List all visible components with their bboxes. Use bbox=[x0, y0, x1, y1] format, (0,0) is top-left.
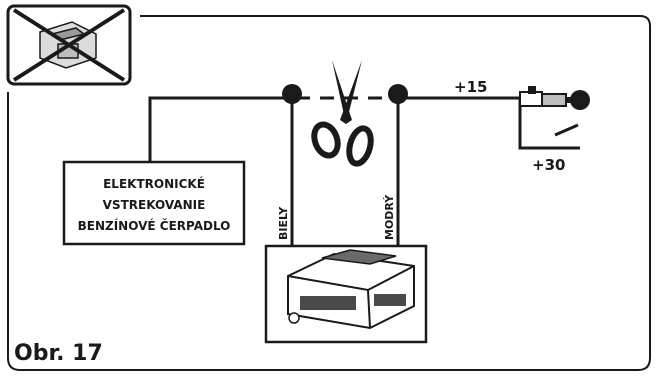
voltage-label-ignition: +15 bbox=[454, 78, 487, 96]
module-label-line2: VSTREKOVANIE bbox=[103, 198, 206, 212]
fuel-pump-module bbox=[62, 160, 246, 246]
module-label-line3: BENZÍNOVÉ ČERPADLO bbox=[78, 218, 231, 233]
wire-main-left bbox=[148, 96, 290, 162]
frame-border bbox=[7, 15, 651, 371]
wire-label-blue: MODRÝ bbox=[383, 194, 396, 240]
junction-dot-white bbox=[282, 84, 302, 104]
figure-label: Obr. 17 bbox=[14, 341, 103, 366]
voltage-label-battery: +30 bbox=[532, 156, 565, 174]
wire-label-white: BIELY bbox=[277, 206, 290, 240]
ignition-key-icon bbox=[518, 86, 590, 150]
module-label-line1: ELEKTRONICKÉ bbox=[103, 176, 205, 191]
control-unit-icon bbox=[287, 249, 415, 330]
junction-dot-blue bbox=[388, 84, 408, 104]
crossed-out-engine-icon bbox=[6, 4, 132, 86]
scissors-icon bbox=[311, 60, 374, 167]
